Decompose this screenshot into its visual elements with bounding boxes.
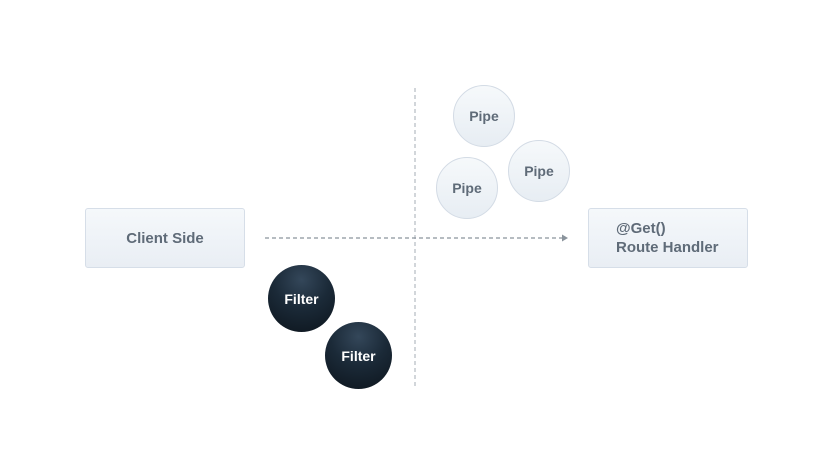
pipe-label: Pipe	[469, 108, 499, 124]
client-side-box: Client Side	[85, 208, 245, 268]
request-arrow-head	[562, 234, 568, 242]
pipe-label: Pipe	[524, 163, 554, 179]
filter-node: Filter	[268, 265, 335, 332]
pipe-label: Pipe	[452, 180, 482, 196]
filter-node: Filter	[325, 322, 392, 389]
route-handler-box: @Get() Route Handler	[588, 208, 748, 268]
pipe-node: Pipe	[453, 85, 515, 147]
client-side-label: Client Side	[126, 229, 204, 247]
route-handler-decorator: @Get()	[616, 220, 666, 237]
route-handler-label: Route Handler	[616, 239, 719, 256]
filter-label: Filter	[284, 290, 319, 307]
pipe-node: Pipe	[436, 157, 498, 219]
filter-label: Filter	[341, 347, 376, 364]
pipe-node: Pipe	[508, 140, 570, 202]
